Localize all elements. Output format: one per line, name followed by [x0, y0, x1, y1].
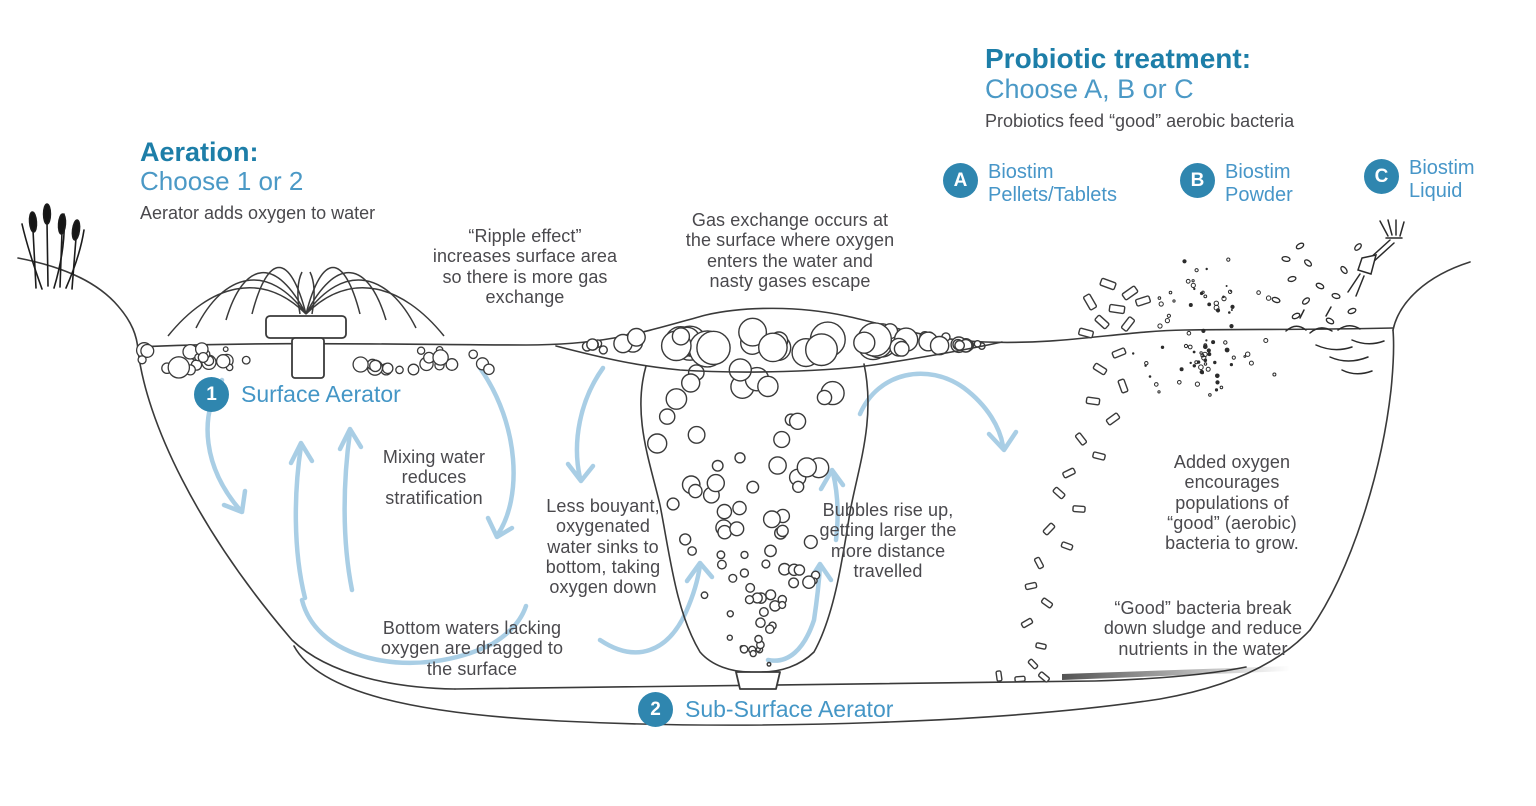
circulation-arrows-icon: [205, 365, 1019, 666]
surface-aerator-icon: [167, 267, 445, 379]
aeration-title: Aeration:: [140, 137, 259, 167]
fountain-spray-icon: [167, 267, 445, 337]
option-c-label: Biostim Liquid: [1409, 157, 1475, 202]
annotation-good-bacteria: “Good” bacteria break down sludge and re…: [1103, 598, 1303, 659]
option-c-badge: C: [1364, 159, 1399, 194]
option-a-badge: A: [943, 163, 978, 198]
annotation-bottom-waters: Bottom waters lacking oxygen are dragged…: [380, 618, 564, 679]
surface-aerator-label: 1 Surface Aerator: [194, 377, 401, 412]
annotation-mixing-water: Mixing water reduces stratification: [382, 447, 486, 508]
liquid-spray-icon: [1271, 219, 1405, 375]
aeration-subtitle: Choose 1 or 2: [140, 166, 304, 197]
probiotic-description: Probiotics feed “good” aerobic bacteria: [985, 111, 1295, 132]
probiotic-title: Probiotic treatment:: [985, 43, 1252, 74]
annotation-ripple-effect: “Ripple effect” increases surface area s…: [432, 226, 618, 307]
annotation-bubbles-rise: Bubbles rise up, getting larger the more…: [819, 500, 957, 581]
powder-icon: [1132, 257, 1277, 397]
surface-bubbles-icon: [135, 342, 495, 379]
bubble-plume-icon: [581, 317, 986, 667]
sub-surface-aerator-badge: 2: [638, 692, 673, 727]
pellets-icon: [995, 277, 1152, 683]
aeration-header: Aeration: Choose 1 or 2 Aerator adds oxy…: [140, 137, 376, 224]
sub-surface-aerator-label: 2 Sub-Surface Aerator: [638, 692, 893, 727]
probiotic-subtitle: Choose A, B or C: [985, 74, 1194, 105]
sub-surface-aerator-text: Sub-Surface Aerator: [685, 696, 894, 722]
aeration-description: Aerator adds oxygen to water: [140, 203, 376, 224]
sludge-shading: [1062, 666, 1290, 680]
bubble-plume-outline: [555, 341, 1003, 673]
pond-outline: [17, 257, 1471, 726]
option-c: C Biostim Liquid: [1364, 157, 1475, 203]
liquid-droplets-icon: [1271, 242, 1362, 325]
option-b: B Biostim Powder: [1180, 161, 1293, 207]
option-b-label: Biostim Powder: [1225, 161, 1293, 206]
surface-aerator-badge: 1: [194, 377, 229, 412]
probiotic-header: Probiotic treatment: Choose A, B or C Pr…: [985, 43, 1295, 132]
annotation-added-oxygen: Added oxygen encourages populations of “…: [1165, 452, 1299, 554]
sub-surface-aerator-icon: [735, 671, 781, 690]
option-b-badge: B: [1180, 163, 1215, 198]
annotation-less-buoyant: Less bouyant, oxygenated water sinks to …: [545, 496, 661, 598]
option-a-label: Biostim Pellets/Tablets: [988, 161, 1117, 206]
surface-aerator-text: Surface Aerator: [241, 381, 401, 407]
annotation-gas-exchange: Gas exchange occurs at the surface where…: [685, 210, 895, 291]
cattails-icon: [21, 203, 85, 290]
option-a: A Biostim Pellets/Tablets: [943, 161, 1117, 207]
